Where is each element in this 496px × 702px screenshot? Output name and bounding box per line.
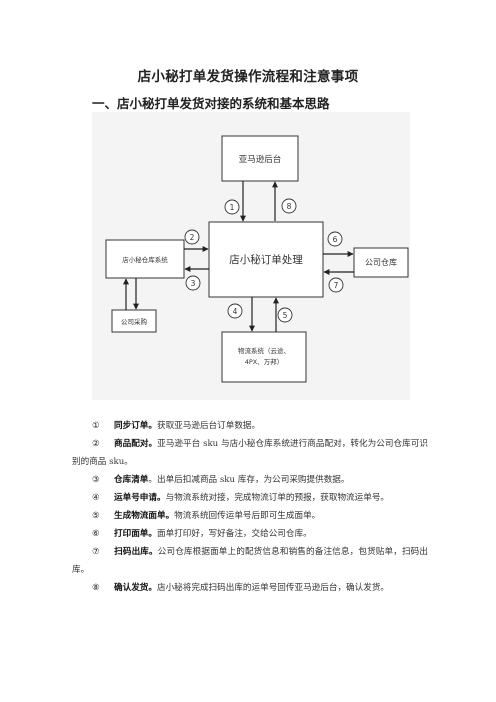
- step-item: ② 商品配对。亚马逊平台 sku 与店小秘仓库系统进行商品配对，转化为公司仓库可识…: [72, 435, 428, 471]
- marker-5: 5: [277, 307, 293, 323]
- marker-1: 1: [224, 199, 240, 215]
- step-title: 运单号申请。: [114, 493, 166, 503]
- step-title: 打印面单。: [114, 529, 157, 539]
- marker-4: 4: [227, 303, 243, 319]
- step-number: ⑤: [92, 511, 100, 521]
- step-title: 确认发货。: [114, 583, 157, 593]
- label-warehouse-system: 店小秘仓库系统: [122, 255, 168, 264]
- svg-text:6: 6: [333, 235, 338, 244]
- doc-title: 店小秘打单发货操作流程和注意事项: [137, 69, 359, 85]
- node-dxm-order: [208, 221, 324, 298]
- label-amazon: 亚马逊后台: [239, 154, 282, 165]
- svg-text:5: 5: [283, 311, 288, 320]
- marker-7: 7: [328, 277, 344, 293]
- marker-3: 3: [185, 275, 201, 291]
- step-desc: 店小秘将完成扫码出库的运单号回传亚马逊后台，确认发货。: [156, 583, 390, 593]
- marker-2: 2: [184, 229, 200, 245]
- step-desc: 获取亚马逊后台订单数据。: [156, 421, 261, 431]
- svg-text:3: 3: [191, 279, 196, 288]
- step-number: ⑦: [92, 547, 100, 557]
- step-item: ④ 运单号申请。与物流系统对接，完成物流订单的预报，获取物流运单号。: [72, 489, 428, 507]
- node-logistics: [221, 331, 307, 383]
- step-desc: 面单打印好，写好备注，交给公司仓库。: [156, 529, 312, 539]
- node-purchase: [111, 309, 157, 333]
- node-warehouse-system: [105, 239, 185, 279]
- step-item: ① 同步订单。获取亚马逊后台订单数据。: [72, 417, 428, 435]
- node-amazon: [221, 135, 299, 182]
- step-item: ⑧ 确认发货。店小秘将完成扫码出库的运单号回传亚马逊后台，确认发货。: [72, 579, 428, 597]
- step-title: 生成物流面单。: [114, 511, 175, 521]
- step-title: 扫码出库。: [114, 547, 158, 557]
- step-title: 商品配对。: [114, 439, 158, 449]
- step-number: ①: [92, 421, 100, 431]
- svg-text:4: 4: [233, 307, 238, 316]
- svg-text:2: 2: [190, 233, 195, 242]
- svg-text:8: 8: [287, 202, 292, 211]
- step-item: ⑤ 生成物流面单。物流系统回传运单号后即可生成面单。: [72, 507, 428, 525]
- marker-8: 8: [281, 198, 297, 214]
- svg-text:1: 1: [230, 203, 235, 212]
- step-number: ③: [92, 475, 100, 485]
- marker-6: 6: [327, 231, 343, 247]
- step-title: 同步订单。: [114, 421, 157, 431]
- step-number: ④: [92, 493, 100, 503]
- svg-text:7: 7: [334, 281, 339, 290]
- label-purchase: 公司采购: [121, 317, 148, 326]
- label-dxm-order: 店小秘订单处理: [229, 253, 303, 266]
- step-list: ① 同步订单。获取亚马逊后台订单数据。 ② 商品配对。亚马逊平台 sku 与店小秘仓…: [72, 417, 428, 597]
- step-item: ⑥ 打印面单。面单打印好，写好备注，交给公司仓库。: [72, 525, 428, 543]
- step-number: ⑥: [92, 529, 100, 539]
- label-logistics-line1: 物流系统（云途、: [238, 346, 290, 355]
- flow-diagram-svg: 亚马逊后台 店小秘订单处理 店小秘仓库系统 公司仓库 公司采购 物流系统（云途、…: [105, 135, 409, 383]
- step-desc: 公司仓库根据面单上的配货信息和销售的备注信息，包货贴单，扫码出库。: [72, 547, 428, 575]
- label-company-warehouse: 公司仓库: [365, 257, 397, 267]
- step-number: ⑧: [92, 583, 100, 593]
- step-desc: 亚马逊平台 sku 与店小秘仓库系统进行商品配对，转化为公司仓库可识别的商品 s…: [72, 439, 428, 467]
- step-title: 仓库清单: [114, 475, 149, 485]
- step-item: ⑦ 扫码出库。公司仓库根据面单上的配货信息和销售的备注信息，包货贴单，扫码出库。: [72, 543, 428, 579]
- flow-diagram: 亚马逊后台 店小秘订单处理 店小秘仓库系统 公司仓库 公司采购 物流系统（云途、…: [92, 112, 410, 400]
- step-desc: 与物流系统对接，完成物流订单的预报，获取物流运单号。: [165, 493, 390, 503]
- step-desc: 物流系统回传运单号后即可生成面单。: [174, 511, 321, 521]
- step-number: ②: [92, 439, 100, 449]
- step-desc: 。出单后扣减商品 sku 库存，为公司采购提供数据。: [148, 475, 350, 485]
- node-company-warehouse: [353, 247, 409, 278]
- step-item: ③ 仓库清单。出单后扣减商品 sku 库存，为公司采购提供数据。: [72, 471, 428, 489]
- label-logistics-line2: 4PX、万邦）: [245, 357, 284, 366]
- section-heading: 一、店小秘打单发货对接的系统和基本思路: [92, 96, 330, 111]
